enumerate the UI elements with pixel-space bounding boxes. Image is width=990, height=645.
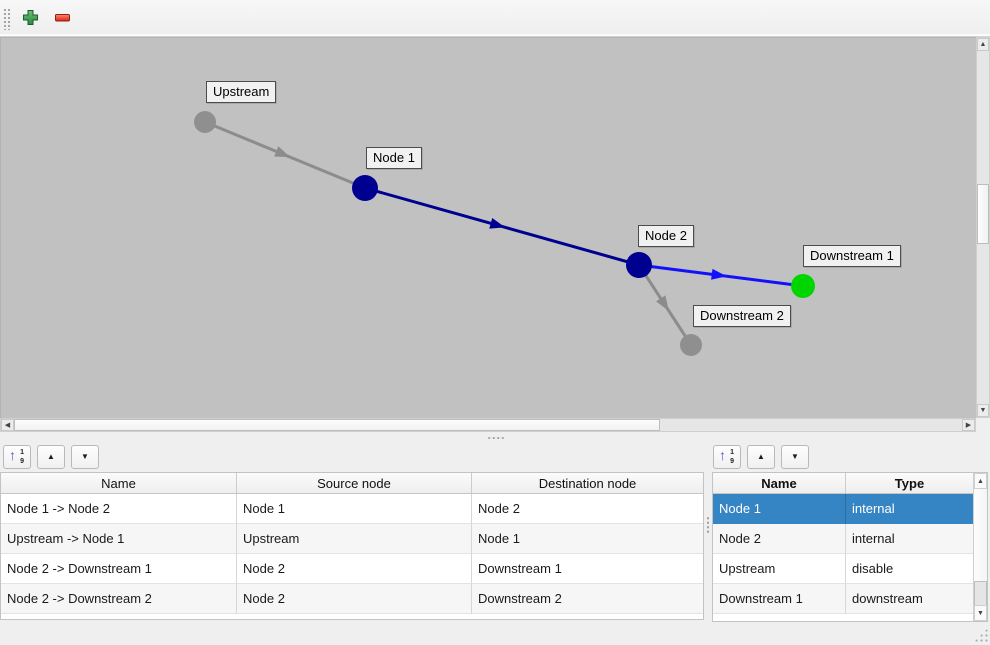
scrollbar-corner — [976, 418, 990, 432]
table-cell[interactable]: Upstream -> Node 1 — [1, 524, 237, 554]
table-cell[interactable]: Node 2 — [237, 584, 472, 614]
edge-arrowhead-icon — [489, 218, 506, 229]
table-cell[interactable]: Downstream 1 — [713, 584, 846, 614]
scroll-down-icon[interactable]: ▼ — [974, 605, 987, 621]
table-cell[interactable]: Node 1 -> Node 2 — [1, 494, 237, 524]
minus-icon — [54, 9, 71, 29]
node-label[interactable]: Downstream 2 — [693, 305, 791, 327]
scroll-down-icon[interactable]: ▼ — [977, 404, 989, 417]
graph-node[interactable] — [791, 274, 815, 298]
main-toolbar — [0, 0, 990, 37]
edges-sort-button[interactable]: ↑ 1 9 — [3, 445, 31, 469]
node-label[interactable]: Node 1 — [366, 147, 422, 169]
remove-node-button[interactable] — [48, 5, 76, 32]
graph-node[interactable] — [626, 252, 652, 278]
splitter-grip-icon — [706, 516, 710, 534]
canvas-vertical-scrollbar[interactable]: ▲ ▼ — [976, 37, 990, 418]
nodes-move-down-button[interactable]: ▼ — [781, 445, 809, 469]
table-row[interactable]: Node 1 internal — [713, 494, 987, 524]
scroll-up-icon[interactable]: ▲ — [974, 473, 987, 489]
sort-ascending-icon: ↑ 1 9 — [9, 447, 24, 465]
graph-svg — [194, 111, 815, 356]
node-label[interactable]: Downstream 1 — [803, 245, 901, 267]
edge-arrowhead-icon — [656, 295, 669, 311]
sort-ascending-icon: ↑ 1 9 — [719, 447, 734, 465]
table-cell[interactable]: Node 2 — [237, 554, 472, 584]
window-resize-grip[interactable] — [974, 628, 988, 642]
edges-move-up-button[interactable]: ▲ — [37, 445, 65, 469]
toolbar-drag-handle[interactable] — [3, 8, 11, 30]
column-header[interactable]: Source node — [237, 473, 472, 493]
edge-arrowhead-icon — [274, 146, 291, 158]
hscroll-thumb[interactable] — [14, 419, 660, 431]
edges-move-down-button[interactable]: ▼ — [71, 445, 99, 469]
table-cell[interactable]: downstream — [846, 584, 973, 614]
table-cell[interactable]: Node 1 — [472, 524, 703, 554]
table-cell[interactable]: Node 1 — [713, 494, 846, 524]
column-header[interactable]: Name — [713, 473, 846, 493]
table-cell[interactable]: Node 2 — [472, 494, 703, 524]
column-header[interactable]: Name — [1, 473, 237, 493]
graph-node[interactable] — [194, 111, 216, 133]
table-cell[interactable]: internal — [852, 501, 895, 516]
triangle-up-icon: ▲ — [757, 452, 765, 461]
table-cell[interactable]: Node 2 -> Downstream 2 — [1, 584, 237, 614]
table-cell[interactable]: disable — [846, 554, 973, 584]
add-node-button[interactable] — [16, 5, 44, 32]
column-header[interactable]: Destination node — [538, 475, 637, 491]
nodes-table-header: Name Type — [713, 473, 987, 494]
table-cell[interactable]: Downstream 1 — [472, 554, 703, 584]
graph-node[interactable] — [352, 175, 378, 201]
canvas-horizontal-scrollbar[interactable]: ◀ ▶ — [0, 418, 976, 432]
column-header[interactable]: Type — [894, 475, 925, 491]
table-cell[interactable]: Node 2 — [713, 524, 846, 554]
nodes-table-scrollbar[interactable]: ▲ ▼ — [973, 473, 987, 621]
table-cell[interactable]: Upstream — [713, 554, 846, 584]
graph-node[interactable] — [680, 334, 702, 356]
table-cell[interactable]: Node 1 — [237, 494, 472, 524]
triangle-down-icon: ▼ — [791, 452, 799, 461]
table-cell[interactable]: Downstream 2 — [472, 584, 703, 614]
node-label[interactable]: Upstream — [206, 81, 277, 103]
node-label[interactable]: Node 2 — [638, 225, 694, 247]
plus-icon — [22, 9, 39, 29]
triangle-up-icon: ▲ — [47, 452, 55, 461]
table-cell[interactable]: Upstream — [237, 524, 472, 554]
scroll-up-icon[interactable]: ▲ — [977, 38, 989, 51]
table-cell[interactable]: Node 2 -> Downstream 1 — [1, 554, 237, 584]
scroll-left-icon[interactable]: ◀ — [1, 419, 14, 431]
table-cell[interactable]: internal — [846, 524, 973, 554]
vertical-splitter[interactable] — [704, 472, 712, 622]
vscroll-thumb[interactable] — [977, 184, 989, 244]
splitter-grip-icon — [487, 436, 505, 440]
nodes-move-up-button[interactable]: ▲ — [747, 445, 775, 469]
triangle-down-icon: ▼ — [81, 452, 89, 461]
nodes-scroll-thumb[interactable] — [974, 581, 987, 607]
scroll-right-icon[interactable]: ▶ — [962, 419, 975, 431]
edge-arrowhead-icon — [711, 268, 727, 280]
horizontal-splitter[interactable] — [0, 432, 990, 444]
nodes-sort-button[interactable]: ↑ 1 9 — [713, 445, 741, 469]
